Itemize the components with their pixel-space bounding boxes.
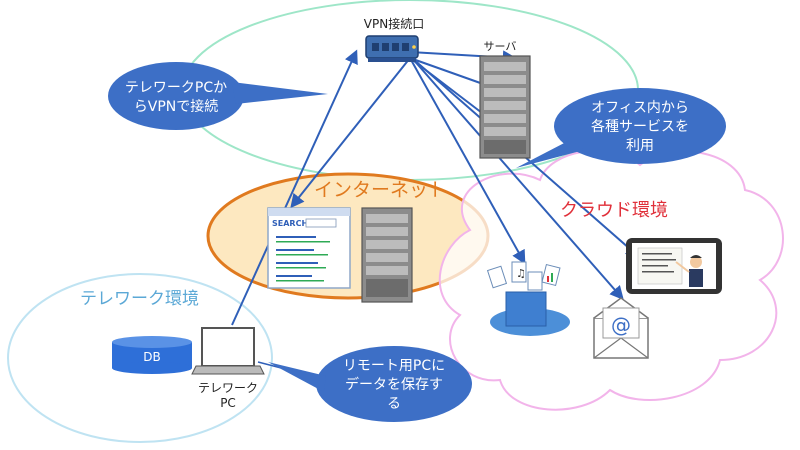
search-logo: SEARCH [272, 219, 308, 228]
callout-remote-save: リモート用PCに データを保存す る [268, 346, 472, 422]
callout-office-services: オフィス内から 各種サービスを 利用 [516, 88, 726, 168]
database-icon [112, 336, 192, 374]
telework-zone [7, 273, 273, 443]
tablet-teacher-icon [626, 238, 722, 294]
arrow-vpn-to-cloudstorage [409, 57, 526, 265]
arrow-vpn-to-browser [290, 57, 411, 209]
callout-vpn-connect: テレワークPCか らVPNで接続 [108, 62, 328, 130]
telework-env-label: テレワーク環境 [80, 289, 199, 309]
cloud-storage-icon: ♫ [486, 261, 570, 336]
email-at-glyph: @ [611, 313, 631, 337]
callout-vpn-line2: らVPNで接続 [134, 98, 219, 115]
laptop-icon [191, 327, 265, 375]
internet-server-icon [361, 207, 413, 303]
email-icon: @ [593, 297, 649, 359]
vpn-label: VPN接続口 [364, 16, 424, 31]
callout-save-line2: データを保存す [345, 376, 443, 393]
callout-office-line3: 利用 [626, 138, 654, 154]
telework-pc-label-2: PC [220, 396, 236, 410]
callout-save-line3: る [387, 396, 401, 412]
callout-save-line1: リモート用PCに [343, 358, 445, 374]
callout-vpn-line1: テレワークPCか [125, 80, 227, 96]
svg-text:♫: ♫ [516, 267, 526, 280]
internet-label: インターネット [314, 179, 447, 201]
cloud-env-label: クラウド環境 [560, 200, 668, 221]
search-browser-icon: SEARCH [267, 207, 351, 289]
arrow-laptop-to-vpn [231, 49, 358, 326]
server-label: サーバ [484, 40, 517, 53]
vpn-router-icon [365, 35, 419, 62]
callout-office-line1: オフィス内から [591, 100, 689, 116]
arrow-vpn-to-email [411, 57, 624, 301]
server-tower-icon [479, 55, 531, 159]
callout-office-line2: 各種サービスを [591, 119, 689, 135]
telework-pc-label-1: テレワーク [198, 381, 258, 395]
db-label: DB [143, 350, 160, 364]
